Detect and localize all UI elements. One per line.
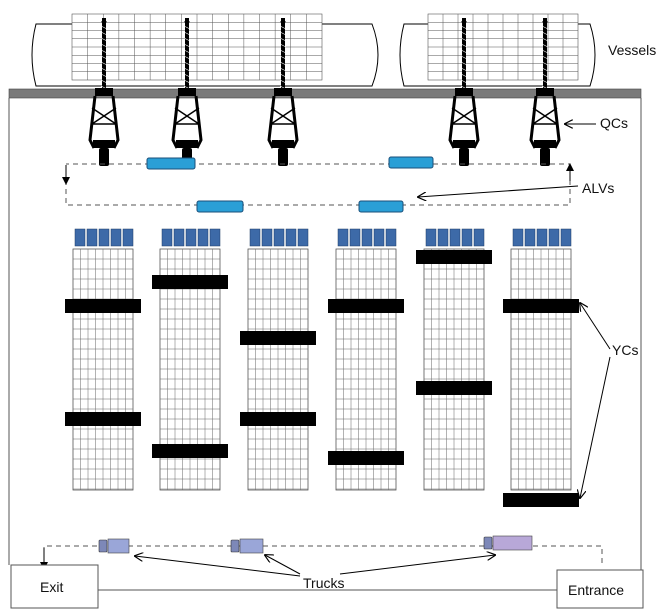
entrance-gate: Entrance [556,569,644,609]
yard-crane [416,381,492,395]
alv-vehicle [196,200,244,213]
container-stack-top [297,228,309,247]
yard-crane [503,493,579,507]
container-stack-top [86,228,98,247]
yard-crane [416,250,492,264]
alvs [146,156,434,213]
container-stack-top [449,228,461,247]
yard-block [240,228,316,491]
container-stack-top [349,228,361,247]
yard-block [65,228,141,491]
truck [98,538,130,554]
quay-crane [88,18,120,166]
container-stack-top [361,228,373,247]
yard-block [503,228,579,507]
container-stack-top [437,228,449,247]
yard-blocks [65,228,579,507]
container-stack-top [373,228,385,247]
alvs-label: ALVs [582,180,614,196]
container-stack-top [197,228,209,247]
truck-route [40,545,603,570]
yard-crane [328,299,404,313]
container-stack-top [285,228,297,247]
alvs-arrow [418,185,579,197]
qcs-label: QCs [600,115,628,131]
container-stack-top [560,228,572,247]
container-stack-top [548,228,560,247]
yard-block [152,228,228,491]
ycs-arrow-up [580,303,611,350]
vessel-left [31,13,379,87]
quay-crane [529,18,561,166]
container-stack-top [425,228,437,247]
quay-cranes [88,18,561,166]
container-stack-top [385,228,397,247]
vessel-right [399,13,596,87]
yard-block [328,228,404,491]
container-stack-top [185,228,197,247]
terminal-boundary [8,98,642,591]
yard-crane [503,299,579,313]
alv-vehicle [388,156,434,169]
entrance-label: Entrance [568,582,624,598]
container-stack-top [110,228,122,247]
exit-label: Exit [40,579,63,595]
truck [483,535,533,551]
container-stack-top [473,228,485,247]
alv-vehicle [146,157,196,170]
trucks-label: Trucks [303,575,344,591]
yard-crane [65,299,141,313]
ycs-arrow-down [580,356,611,498]
alv-route [62,163,574,206]
yard-block [416,228,492,491]
container-stack-top [122,228,134,247]
yard-crane [328,451,404,465]
trucks-arrow-right [339,555,495,575]
trucks [98,535,533,554]
trucks-arrow-left [135,556,301,577]
container-stack-top [536,228,548,247]
yard-crane [65,412,141,426]
container-stack-top [98,228,110,247]
truck [230,538,264,554]
container-stack-top [161,228,173,247]
quay-crane [448,18,480,166]
container-stack-top [261,228,273,247]
yard-crane [240,331,316,345]
exit-gate: Exit [10,564,99,609]
container-stack-top [74,228,86,247]
container-stack-top [337,228,349,247]
quay-edge [8,88,642,99]
alv-vehicle [358,200,404,213]
container-stack-top [173,228,185,247]
yard-crane [152,275,228,289]
container-stack-top [249,228,261,247]
container-stack-top [209,228,221,247]
ycs-label: YCs [612,342,638,358]
vessels-label: Vessels [608,42,656,58]
container-stack-top [273,228,285,247]
quay-crane [267,18,299,166]
container-stack-top [461,228,473,247]
yard-crane [240,412,316,426]
container-stack-top [512,228,524,247]
container-stack-top [524,228,536,247]
trucks-arrow-mid [265,555,301,575]
yard-crane [152,444,228,458]
